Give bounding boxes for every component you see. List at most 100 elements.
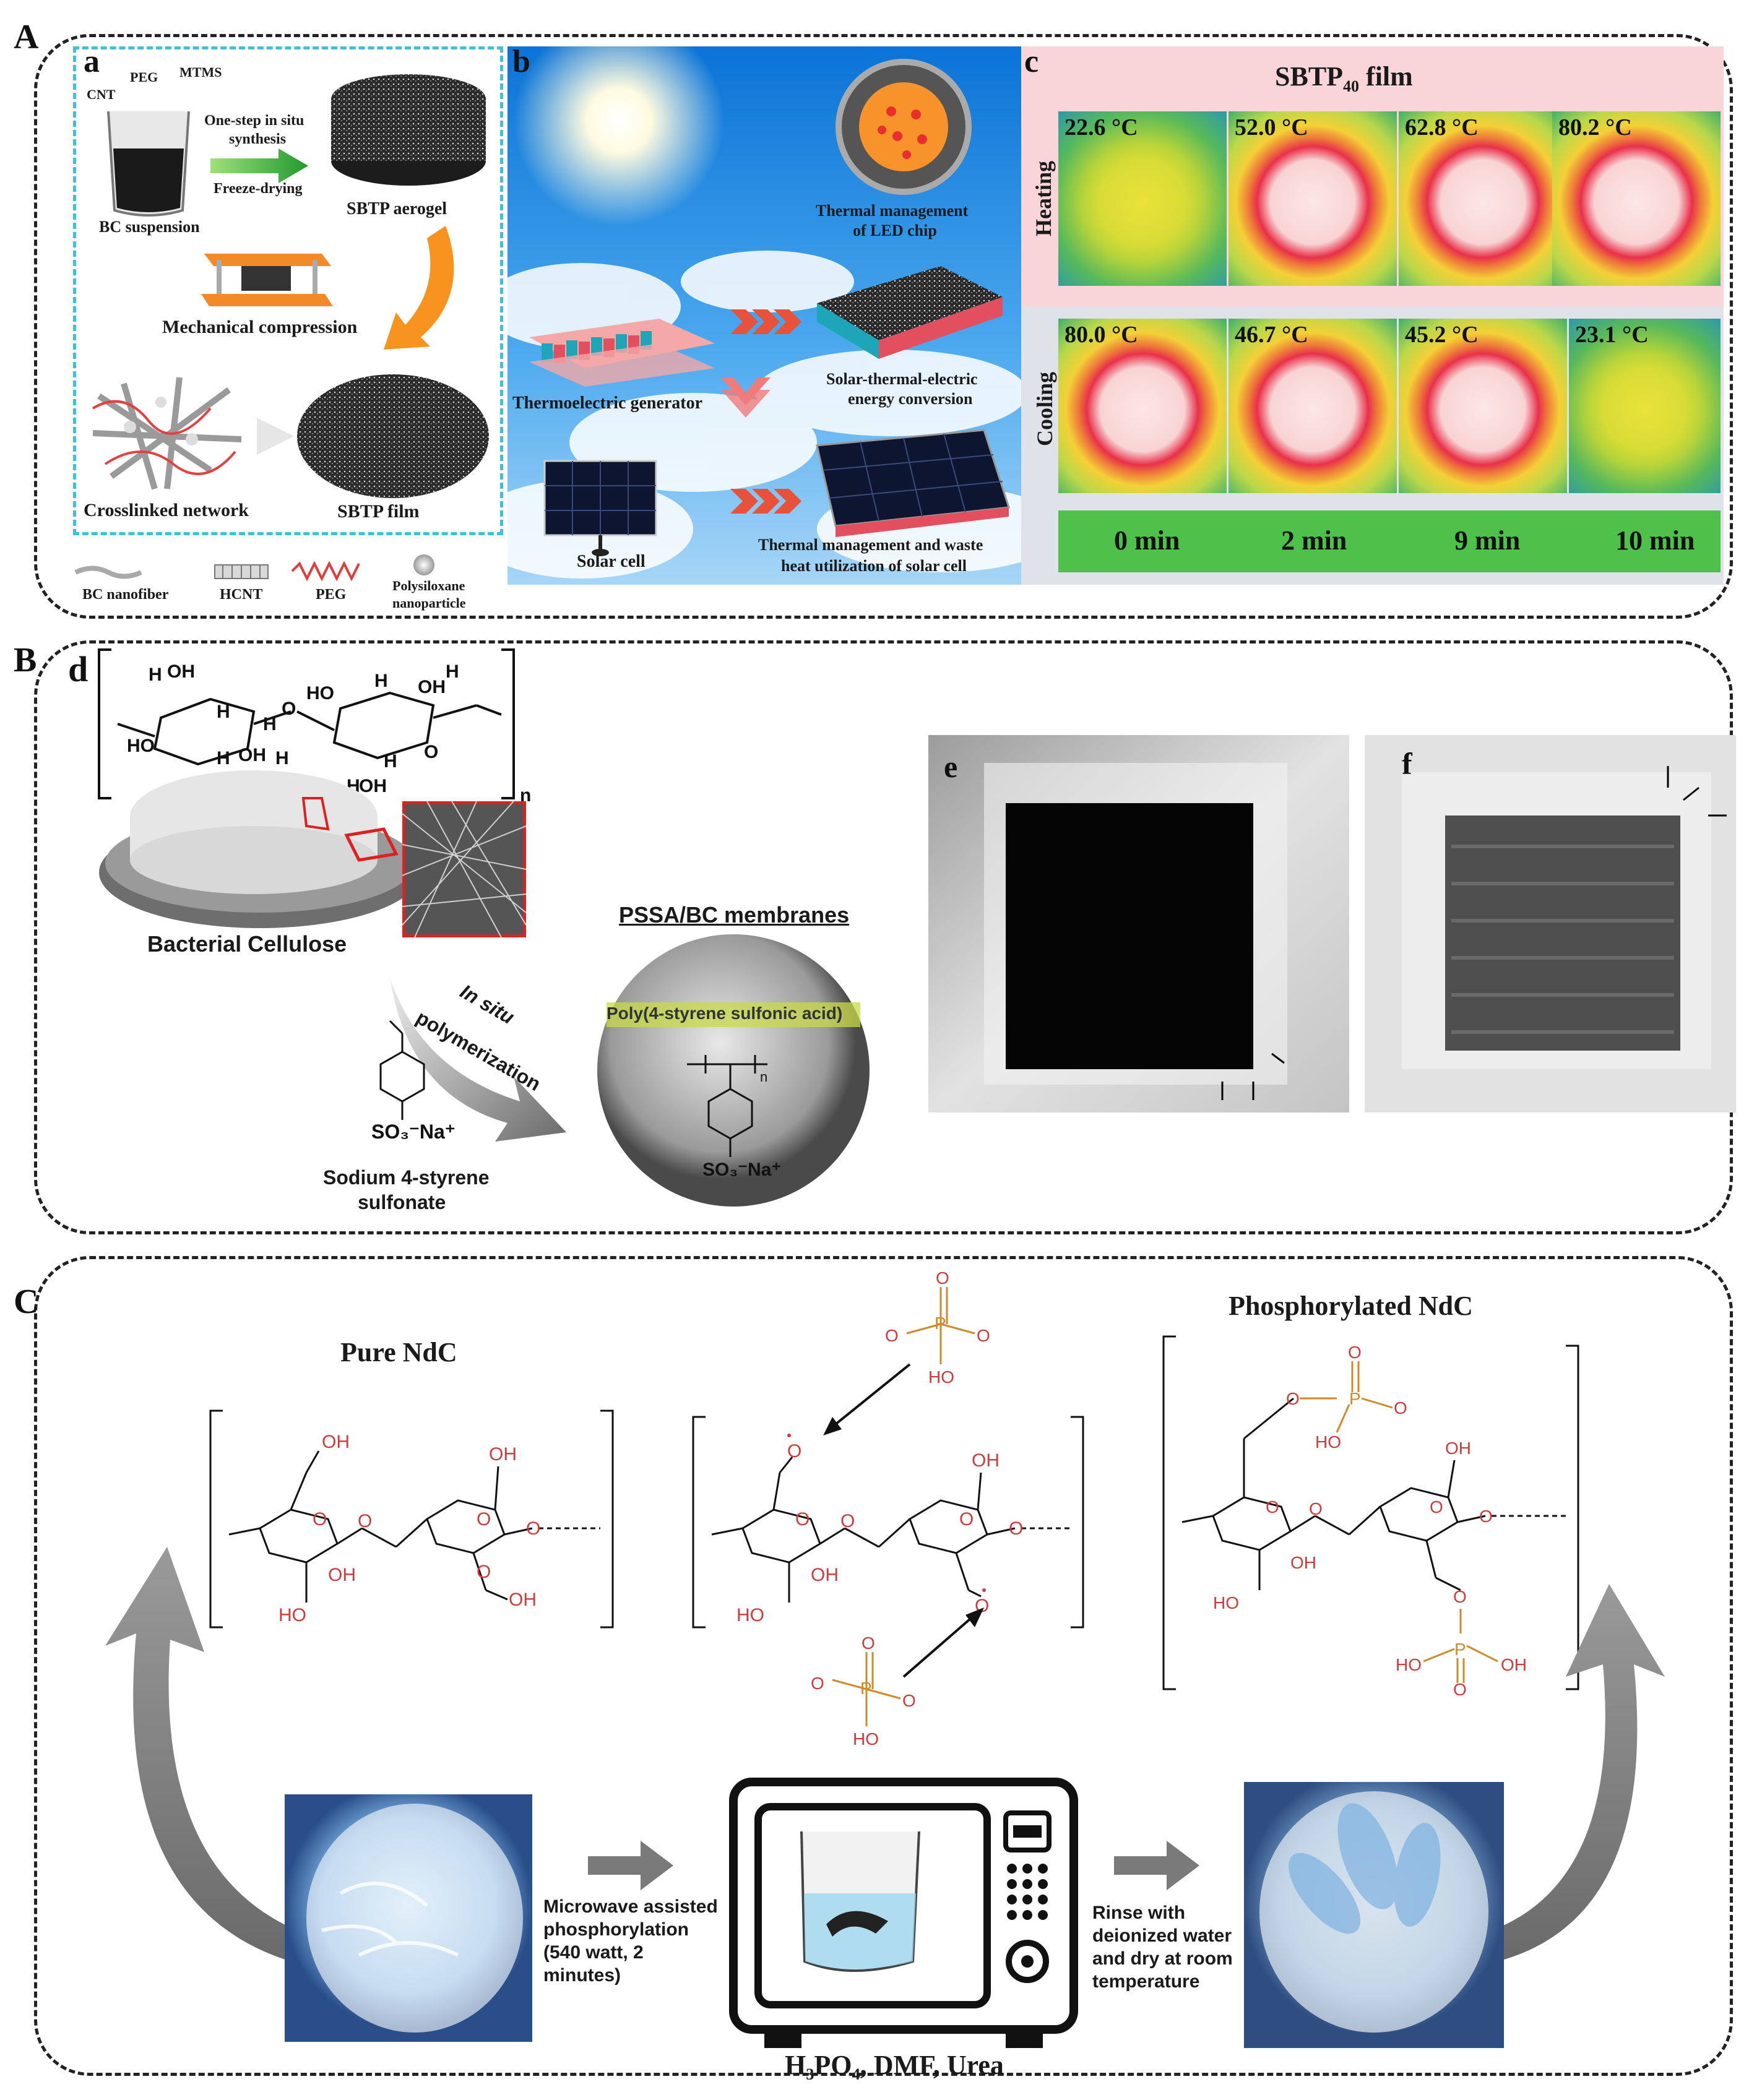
reagents-label: H₃PO₄, DMF, Urea: [785, 2050, 1004, 2080]
process-arrow-2-icon: [1114, 1841, 1199, 1890]
svg-text:H: H: [275, 748, 289, 768]
thermal-title-sub: 40: [1343, 77, 1360, 95]
rinse-text-4: temperature: [1092, 1971, 1200, 1992]
svg-text:n: n: [520, 785, 531, 804]
sbtp-film-image: [297, 374, 489, 498]
attack-arrow-bottom-icon: [902, 1607, 984, 1678]
svg-text:O: O: [1453, 1680, 1467, 1695]
svg-text:O: O: [1266, 1497, 1279, 1517]
svg-text:O: O: [885, 1326, 899, 1345]
svg-text:O: O: [795, 1509, 810, 1530]
svg-text:O: O: [477, 1509, 491, 1530]
polysiloxane-legend-icon: [413, 554, 434, 575]
svg-text:P: P: [860, 1679, 872, 1698]
sbtp-aerogel-image: [331, 74, 486, 186]
ste-label-1: Solar-thermal-electric: [826, 370, 978, 388]
svg-text:H: H: [446, 661, 459, 682]
svg-text:O: O: [959, 1509, 974, 1530]
time-label-0: 0 min: [1114, 525, 1180, 556]
svg-text:H: H: [149, 665, 162, 685]
svg-text:HO: HO: [928, 1367, 954, 1387]
svg-text:OH: OH: [238, 745, 266, 765]
thermal-cooling-10min: 23.1 °C: [1569, 319, 1721, 493]
svg-text:P: P: [1454, 1640, 1466, 1659]
legend-nanoparticle: nanoparticle: [392, 595, 466, 611]
chevron-down-icon: [721, 377, 771, 418]
pure-ndc-label: Pure NdC: [340, 1337, 457, 1367]
teg-label: Thermoelectric generator: [512, 394, 703, 413]
membrane-photo-e: [928, 735, 1349, 1112]
peg-label: PEG: [130, 69, 158, 85]
svg-text:O: O: [1479, 1507, 1493, 1526]
legend-polysiloxane: Polysiloxane: [392, 578, 465, 593]
membrane-photo-f: [1365, 735, 1736, 1112]
svg-text:O: O: [902, 1691, 916, 1710]
process-arrow-1-icon: [588, 1841, 673, 1890]
svg-text:O: O: [358, 1511, 372, 1531]
transition-arrow-icon: [257, 418, 294, 455]
legend-peg: PEG: [316, 587, 347, 603]
svg-text:OH: OH: [322, 1432, 350, 1452]
svg-text:SO₃⁻Na⁺: SO₃⁻Na⁺: [702, 1160, 781, 1180]
monomer-structure: SO₃⁻Na⁺: [371, 1020, 456, 1143]
svg-text:OH: OH: [359, 776, 387, 796]
solar-cell-label: Solar cell: [577, 552, 646, 571]
svg-text:OH: OH: [489, 1444, 517, 1465]
subpanel-b-label: b: [512, 44, 530, 79]
ste-label-2: energy conversion: [848, 390, 973, 408]
hydrogel-photo-left: [285, 1794, 532, 2042]
pssa-band-label: Poly(4-styrene sulfonic acid): [607, 1004, 843, 1023]
pssa-bc-membrane-image: n SO₃⁻Na⁺: [597, 934, 870, 1207]
svg-text:n: n: [760, 1069, 767, 1085]
subpanel-d-label: d: [68, 649, 89, 689]
legend-bc-nanofiber: BC nanofiber: [82, 587, 169, 603]
mtms-label: MTMS: [179, 64, 222, 80]
svg-text:H: H: [374, 671, 388, 691]
cooling-temp-0: 80.0 °C: [1065, 322, 1138, 348]
svg-text:O: O: [424, 742, 438, 762]
svg-text:O: O: [936, 1268, 949, 1288]
svg-text:P: P: [1349, 1389, 1361, 1408]
panel-c-label: C: [14, 1283, 39, 1321]
cooling-temp-1: 46.7 °C: [1235, 322, 1308, 348]
mechanical-compression-label: Mechanical compression: [162, 317, 358, 337]
thermal-title-rest: film: [1359, 61, 1413, 92]
freeze-drying-arrow-icon: [210, 148, 308, 183]
svg-text:SO₃⁻Na⁺: SO₃⁻Na⁺: [371, 1121, 456, 1143]
svg-text:O: O: [1286, 1389, 1300, 1408]
svg-text:HO: HO: [127, 736, 155, 756]
microwave-text-3: (540 watt, 2: [543, 1942, 644, 1963]
bc-nanofiber-legend-icon: [74, 566, 142, 579]
svg-text:O: O: [1348, 1343, 1362, 1362]
bc-suspension-label: BC suspension: [99, 218, 200, 236]
monomer-label-2: sulfonate: [358, 1191, 446, 1213]
svg-text:HO: HO: [306, 683, 334, 704]
thermal-title-main: SBTP: [1275, 61, 1344, 92]
monomer-label-1: Sodium 4-styrene: [323, 1166, 490, 1189]
time-label-2: 9 min: [1454, 525, 1521, 556]
thermal-heating-9min: 62.8 °C: [1399, 111, 1567, 286]
heating-temp-0: 22.6 °C: [1065, 114, 1138, 140]
led-label-2: of LED chip: [853, 222, 937, 239]
thermal-cooling-0min: 80.0 °C: [1058, 319, 1227, 493]
thermal-heating-0min: 22.6 °C: [1058, 111, 1227, 286]
crosslinked-network-label: Crosslinked network: [84, 500, 249, 520]
synthesis-label: synthesis: [229, 131, 287, 147]
thermal-heating-10min: 80.2 °C: [1552, 111, 1721, 286]
led-chip-icon: [836, 59, 972, 195]
sbtp-aerogel-label: SBTP aerogel: [347, 199, 447, 218]
peg-legend-icon: [291, 561, 360, 582]
svg-text:HO: HO: [279, 1605, 306, 1625]
svg-text:HO: HO: [1396, 1655, 1422, 1674]
chevron-arrow-2-icon: [730, 489, 801, 514]
svg-text:HO: HO: [1213, 1593, 1239, 1612]
svg-text:H: H: [217, 748, 230, 768]
thermoelectric-generator-icon: [529, 319, 715, 387]
subpanel-a: [73, 46, 503, 535]
tm-label-2: heat utilization of solar cell: [781, 557, 967, 575]
svg-text:OH: OH: [418, 677, 446, 697]
